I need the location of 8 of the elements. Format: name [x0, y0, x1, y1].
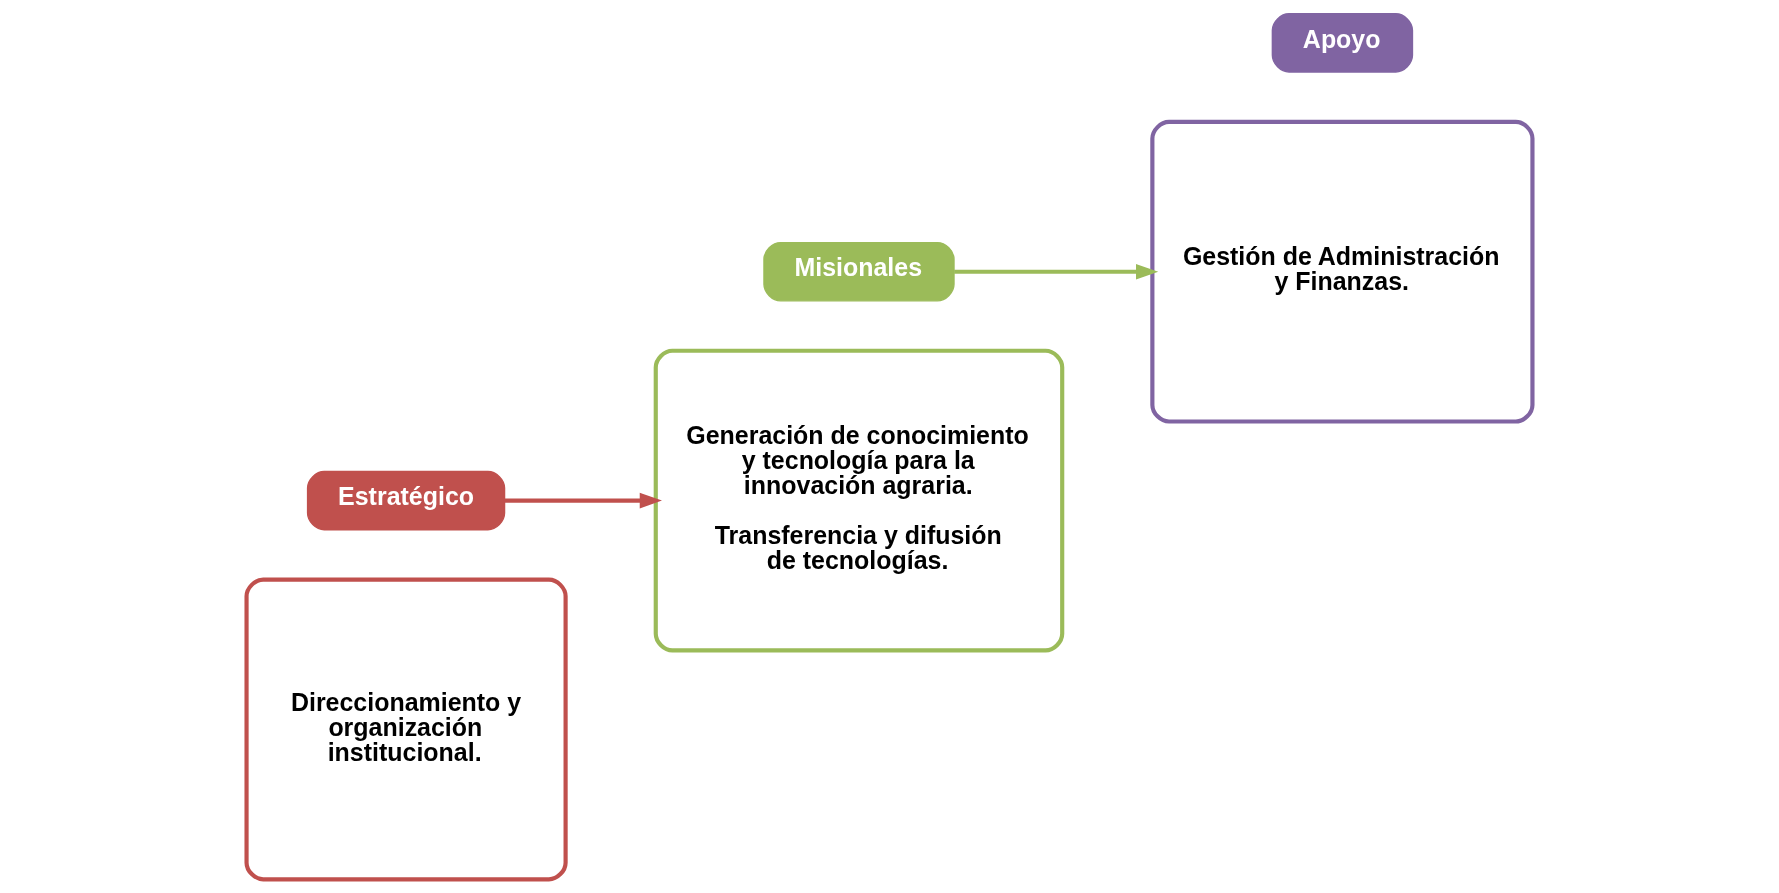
node-box: Misionales: [763, 241, 955, 302]
node-box: Apoyo: [1271, 13, 1414, 73]
arrow: [954, 263, 1159, 280]
arrow: [504, 492, 662, 509]
node-box: Direccionamiento y organización institucional.: [244, 577, 568, 882]
node-box: Gestión de Administración y Finanzas.: [1150, 119, 1535, 424]
node-box: Estratégico: [306, 470, 506, 531]
node-box: Generación de conocimiento y tecnología para la innovación agraria. Transferencia y difusión de tecnologías.: [653, 348, 1065, 653]
